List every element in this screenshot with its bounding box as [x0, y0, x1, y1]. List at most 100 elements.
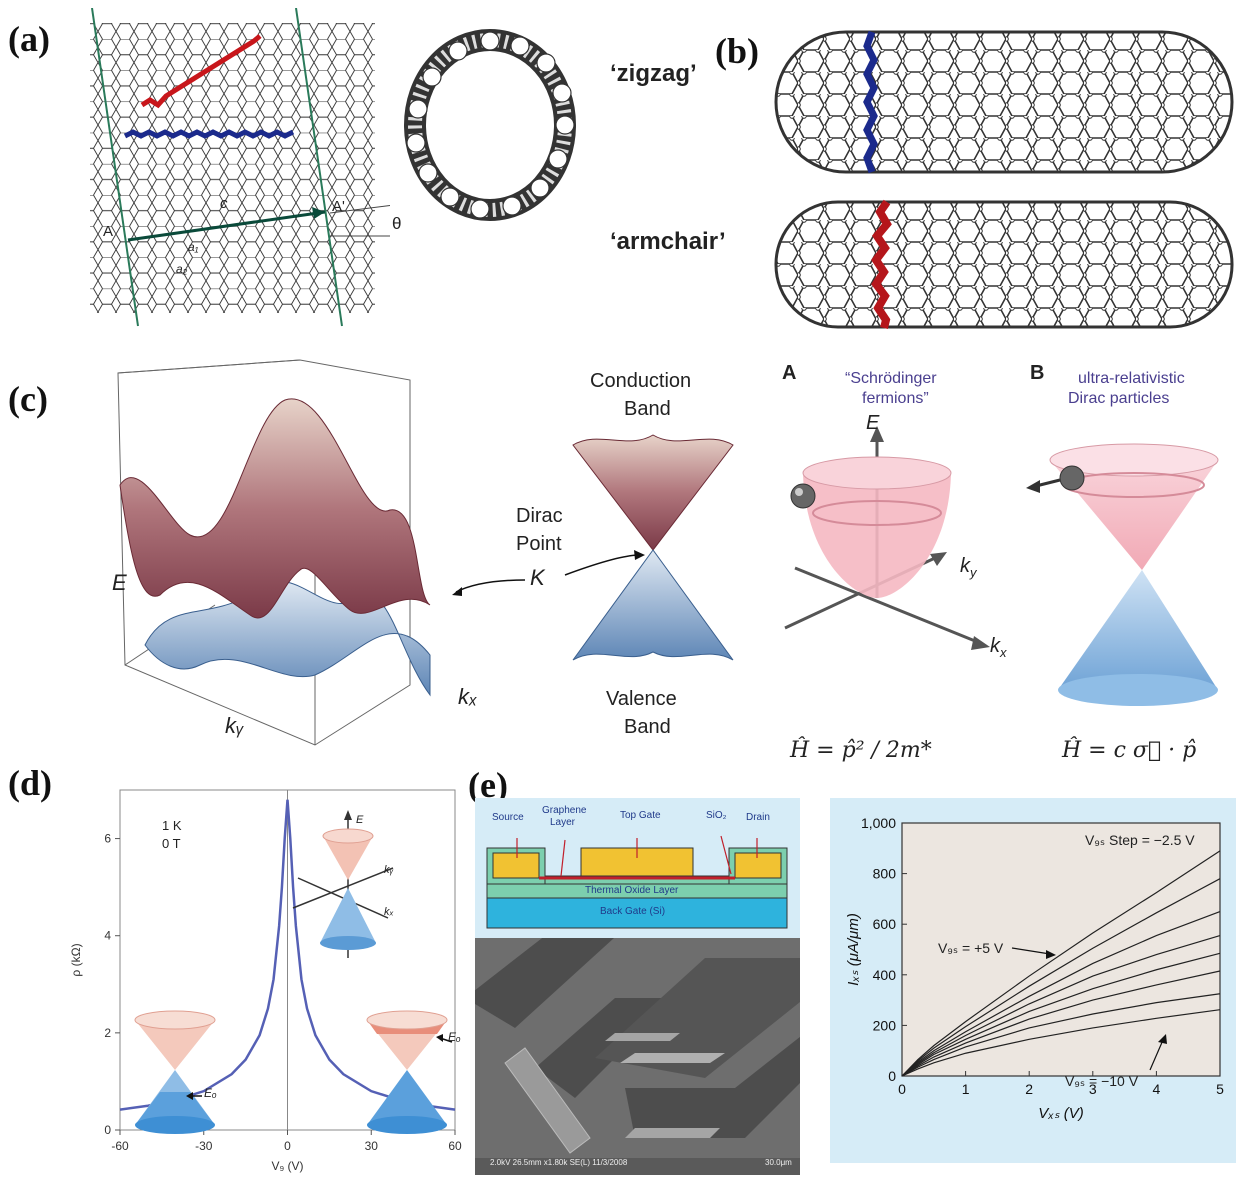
panel-B-letter: B — [1030, 362, 1045, 384]
left-cone-diagram — [134, 1010, 216, 1134]
panel-label-b: (b) — [715, 31, 759, 71]
inset-ky: kᵧ — [384, 864, 394, 876]
annotation-vgs-minus10: V₉ₛ = −10 V — [1065, 1073, 1139, 1089]
panel-A-ky-sub: y — [970, 565, 977, 580]
armchair-nanotube-image — [774, 199, 1234, 329]
inset-E: E — [356, 814, 364, 826]
annotation-arrows — [1011, 947, 1167, 1071]
label-top-gate: Top Gate — [620, 810, 661, 821]
panel-B-title-1: ultra-relativistic — [1078, 370, 1185, 387]
nanotube-ring-image — [404, 29, 576, 221]
valence-band-label-2: Band — [624, 716, 671, 738]
armchair-label: ‘armchair’ — [610, 228, 726, 255]
x-tick-label: 5 — [1216, 1081, 1224, 1097]
y-tick-label: 200 — [873, 1017, 897, 1033]
label-graphene-1: Graphene — [542, 805, 587, 816]
ids-curve — [901, 993, 1221, 1077]
x-tick-label: 60 — [448, 1139, 462, 1153]
equation-dirac: Ĥ = c σ⃗ · p̂ — [1062, 738, 1197, 763]
dirac-point-label-2: Point — [516, 533, 562, 555]
label-drain: Drain — [746, 812, 770, 823]
panel-A-kx-sub: x — [1000, 645, 1007, 660]
y-tick-label: 400 — [873, 967, 897, 983]
fermi-level-right: Eₒ — [448, 1030, 461, 1044]
inset-kx: kₓ — [384, 906, 394, 918]
x-axis-label: V₉ (V) — [271, 1159, 303, 1173]
panel-A-ky-main: k — [960, 555, 970, 577]
label-sio2: SiO₂ — [706, 810, 727, 821]
panel-A-letter: A — [782, 362, 797, 384]
parabola-diagram — [784, 426, 990, 650]
label-thermal-oxide: Thermal Oxide Layer — [585, 885, 679, 896]
x-axis-label: Vₓₛ (V) — [1038, 1105, 1083, 1122]
panel-A-kx-axis: kx — [990, 635, 1007, 660]
panel-A-kx-main: k — [990, 635, 1000, 657]
vector-c-label: c — [220, 195, 228, 212]
ids-curve — [901, 910, 1221, 1077]
sem-caption: 2.0kV 26.5mm x1.80k SE(L) 11/3/2008 — [490, 1158, 628, 1167]
graphene-lattice — [90, 8, 390, 327]
y-tick-label: 1,000 — [861, 815, 896, 831]
y-tick-label: 4 — [104, 929, 111, 943]
dirac-cone-diagram — [1026, 443, 1219, 706]
point-A-prime-label: A' — [332, 198, 345, 215]
x-tick-label: 0 — [284, 1139, 291, 1153]
axis-kx-3d: kₓ — [458, 684, 478, 709]
ids-curve — [901, 935, 1221, 1077]
K-label: K — [530, 565, 545, 590]
zigzag-nanotube-image — [774, 30, 1234, 174]
device-cross-section — [486, 835, 788, 929]
annotation-vgs-plus5: V₉ₛ = +5 V — [938, 940, 1004, 956]
y-axis-label: ρ (kΩ) — [69, 943, 83, 976]
zigzag-red-chain — [140, 34, 262, 109]
vector-a1-label: a₁ — [188, 240, 199, 254]
panel-A-ky-axis: ky — [960, 555, 977, 580]
y-tick-label: 800 — [873, 866, 897, 882]
equation-schrodinger: Ĥ = p̂² / 2m* — [790, 738, 932, 763]
sem-micrograph — [475, 938, 800, 1175]
x-tick-label: 30 — [365, 1139, 379, 1153]
x-tick-label: -30 — [195, 1139, 213, 1153]
point-A-label: A — [103, 223, 114, 240]
ids-curve — [901, 952, 1221, 1077]
y-axis-label: Iₓₛ (μA/μm) — [845, 913, 862, 986]
dirac-cone-image — [572, 434, 734, 661]
panel-label-c: (c) — [8, 379, 48, 419]
legend-field: 0 T — [162, 836, 181, 851]
ids-curve — [901, 1009, 1221, 1077]
armchair-blue-chain — [123, 129, 295, 139]
conduction-band-label-1: Conduction — [590, 370, 692, 392]
panel-label-a: (a) — [8, 19, 50, 59]
label-source: Source — [492, 812, 524, 823]
axis-ky-3d: kᵧ — [225, 713, 245, 738]
resistivity-curve — [119, 799, 456, 1111]
label-back-gate: Back Gate (Si) — [600, 906, 666, 917]
y-tick-label: 600 — [873, 916, 897, 932]
y-tick-label: 0 — [104, 1123, 111, 1137]
x-tick-label: 1 — [962, 1081, 970, 1097]
panel-A-title-2: fermions” — [862, 390, 929, 407]
x-tick-label: 4 — [1153, 1081, 1161, 1097]
x-tick-label: -60 — [111, 1139, 129, 1153]
sem-micrograph-shapes — [475, 938, 800, 1175]
annotation-vgs-step: V₉ₛ Step = −2.5 V — [1085, 832, 1195, 848]
x-tick-label: 3 — [1089, 1081, 1097, 1097]
x-tick-label: 0 — [898, 1081, 906, 1097]
dirac-arrows — [452, 550, 645, 596]
y-tick-label: 2 — [104, 1026, 111, 1040]
valence-band-label-1: Valence — [606, 688, 677, 710]
y-tick-label: 6 — [104, 832, 111, 846]
legend-temperature: 1 K — [162, 818, 182, 833]
conduction-band-label-2: Band — [624, 398, 671, 420]
label-graphene-2: Layer — [550, 817, 576, 828]
inset-cone-diagram — [292, 810, 394, 958]
sem-scale: 30.0μm — [765, 1158, 792, 1167]
panel-label-d: (d) — [8, 763, 52, 803]
band-structure-3d — [117, 359, 431, 746]
panel-B-title-2: Dirac particles — [1068, 390, 1170, 407]
ids-curve — [901, 970, 1221, 1077]
zigzag-label: ‘zigzag’ — [610, 60, 697, 87]
panel-A-title-1: “Schrödinger — [845, 370, 937, 387]
axis-E-3d: E — [112, 570, 127, 595]
